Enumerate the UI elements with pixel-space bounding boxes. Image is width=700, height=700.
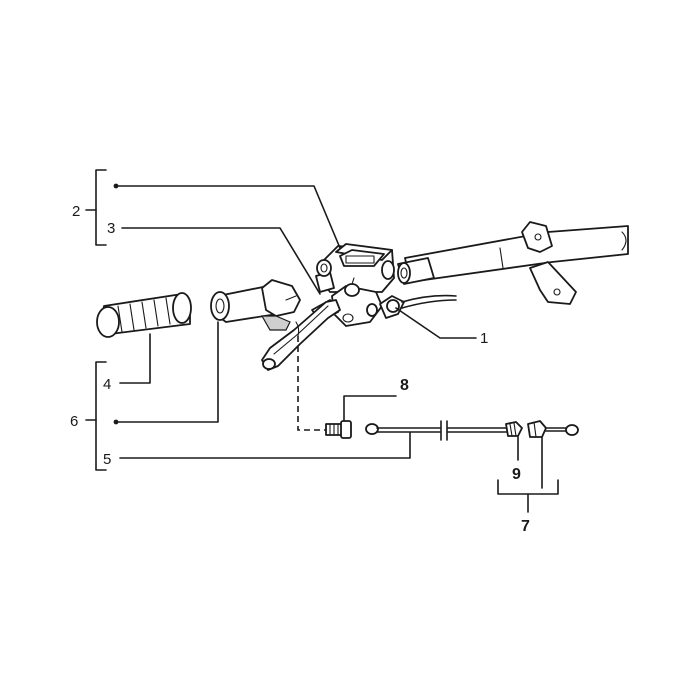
- leader-lines: [85, 169, 559, 513]
- grip: [96, 292, 192, 338]
- callout-3: 3: [107, 220, 115, 237]
- callout-6: 6: [70, 413, 78, 430]
- callout-2: 2: [72, 203, 80, 220]
- cable-ferrule: [379, 294, 457, 319]
- bar-end-sleeve: [397, 257, 435, 285]
- callout-4: 4: [103, 376, 111, 393]
- brake-lever: [261, 299, 341, 371]
- master-cylinder: [315, 243, 395, 293]
- adjuster-nut-set: [505, 420, 579, 438]
- assembly-dashed-line: [297, 336, 328, 431]
- handlebar-tube: [404, 225, 629, 283]
- brake-cable: [365, 420, 507, 441]
- callout-9: 9: [512, 466, 521, 483]
- callout-7: 7: [521, 518, 530, 535]
- adjuster-bolt: [325, 420, 352, 439]
- callout-5: 5: [103, 451, 111, 468]
- callout-1: 1: [480, 330, 488, 347]
- callout-8: 8: [400, 377, 409, 394]
- throttle-sleeve: [210, 279, 301, 331]
- handlebar-clamp: [521, 221, 577, 305]
